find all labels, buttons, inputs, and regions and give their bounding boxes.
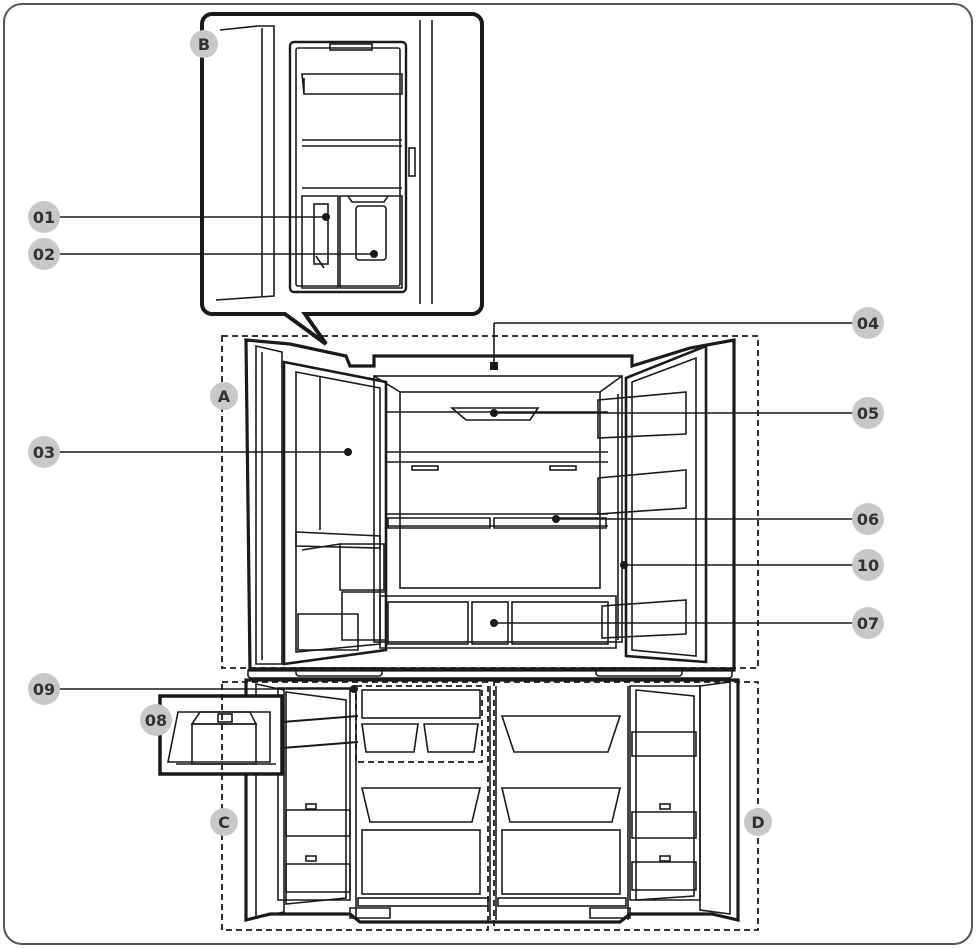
fridge-upper-body (244, 338, 736, 672)
callout-06: 06 (852, 503, 884, 535)
outer-frame (3, 3, 973, 945)
callout-02-label: 02 (33, 245, 55, 264)
callout-10-label: 10 (857, 556, 879, 575)
inset-b-frame (200, 12, 484, 346)
fridge-drawing (158, 12, 740, 924)
zone-boxes (221, 335, 759, 931)
callout-10: 10 (852, 549, 884, 581)
zone-b: B (190, 30, 218, 58)
anchor-dot-01 (322, 213, 330, 221)
callout-01: 01 (28, 201, 60, 233)
callout-03: 03 (28, 436, 60, 468)
zone-a: A (210, 382, 238, 410)
callout-08-label: 08 (145, 711, 167, 730)
callout-05: 05 (852, 397, 884, 429)
callout-04: 04 (852, 307, 884, 339)
zone-b-label: B (198, 35, 210, 54)
zone-c: C (210, 808, 238, 836)
callout-06-label: 06 (857, 510, 879, 529)
zone-c-label: C (218, 813, 230, 832)
zone-box-c (221, 681, 489, 931)
callout-08: 08 (140, 704, 172, 736)
callout-02: 02 (28, 238, 60, 270)
zone-d-label: D (751, 813, 764, 832)
anchor-dot-04 (490, 362, 498, 370)
zone-box-a (221, 335, 759, 669)
callout-09: 09 (28, 673, 60, 705)
anchor-dot-03 (344, 448, 352, 456)
inset-b-door-panel (288, 40, 408, 294)
leader-lines (58, 216, 854, 690)
inset-b-door-edge (215, 25, 275, 301)
anchor-dot-07 (490, 619, 498, 627)
fridge-cavity (373, 375, 623, 643)
callout-09-label: 09 (33, 680, 55, 699)
zone-box-09 (355, 685, 483, 763)
callout-05-label: 05 (857, 404, 879, 423)
zone-a-label: A (218, 387, 231, 406)
callout-03-label: 03 (33, 443, 55, 462)
anchor-dot-05 (490, 409, 498, 417)
anchor-dot-02 (370, 250, 378, 258)
anchor-dot-09 (350, 685, 358, 693)
anchor-dots (322, 213, 628, 693)
callout-01-label: 01 (33, 208, 55, 227)
left-door (282, 360, 388, 666)
anchor-dot-06 (552, 515, 560, 523)
zone-d: D (744, 808, 772, 836)
callout-04-label: 04 (857, 314, 879, 333)
zone-box-d (493, 681, 759, 931)
anchor-dot-10 (620, 561, 628, 569)
callout-07-label: 07 (857, 614, 879, 633)
callout-07: 07 (852, 607, 884, 639)
